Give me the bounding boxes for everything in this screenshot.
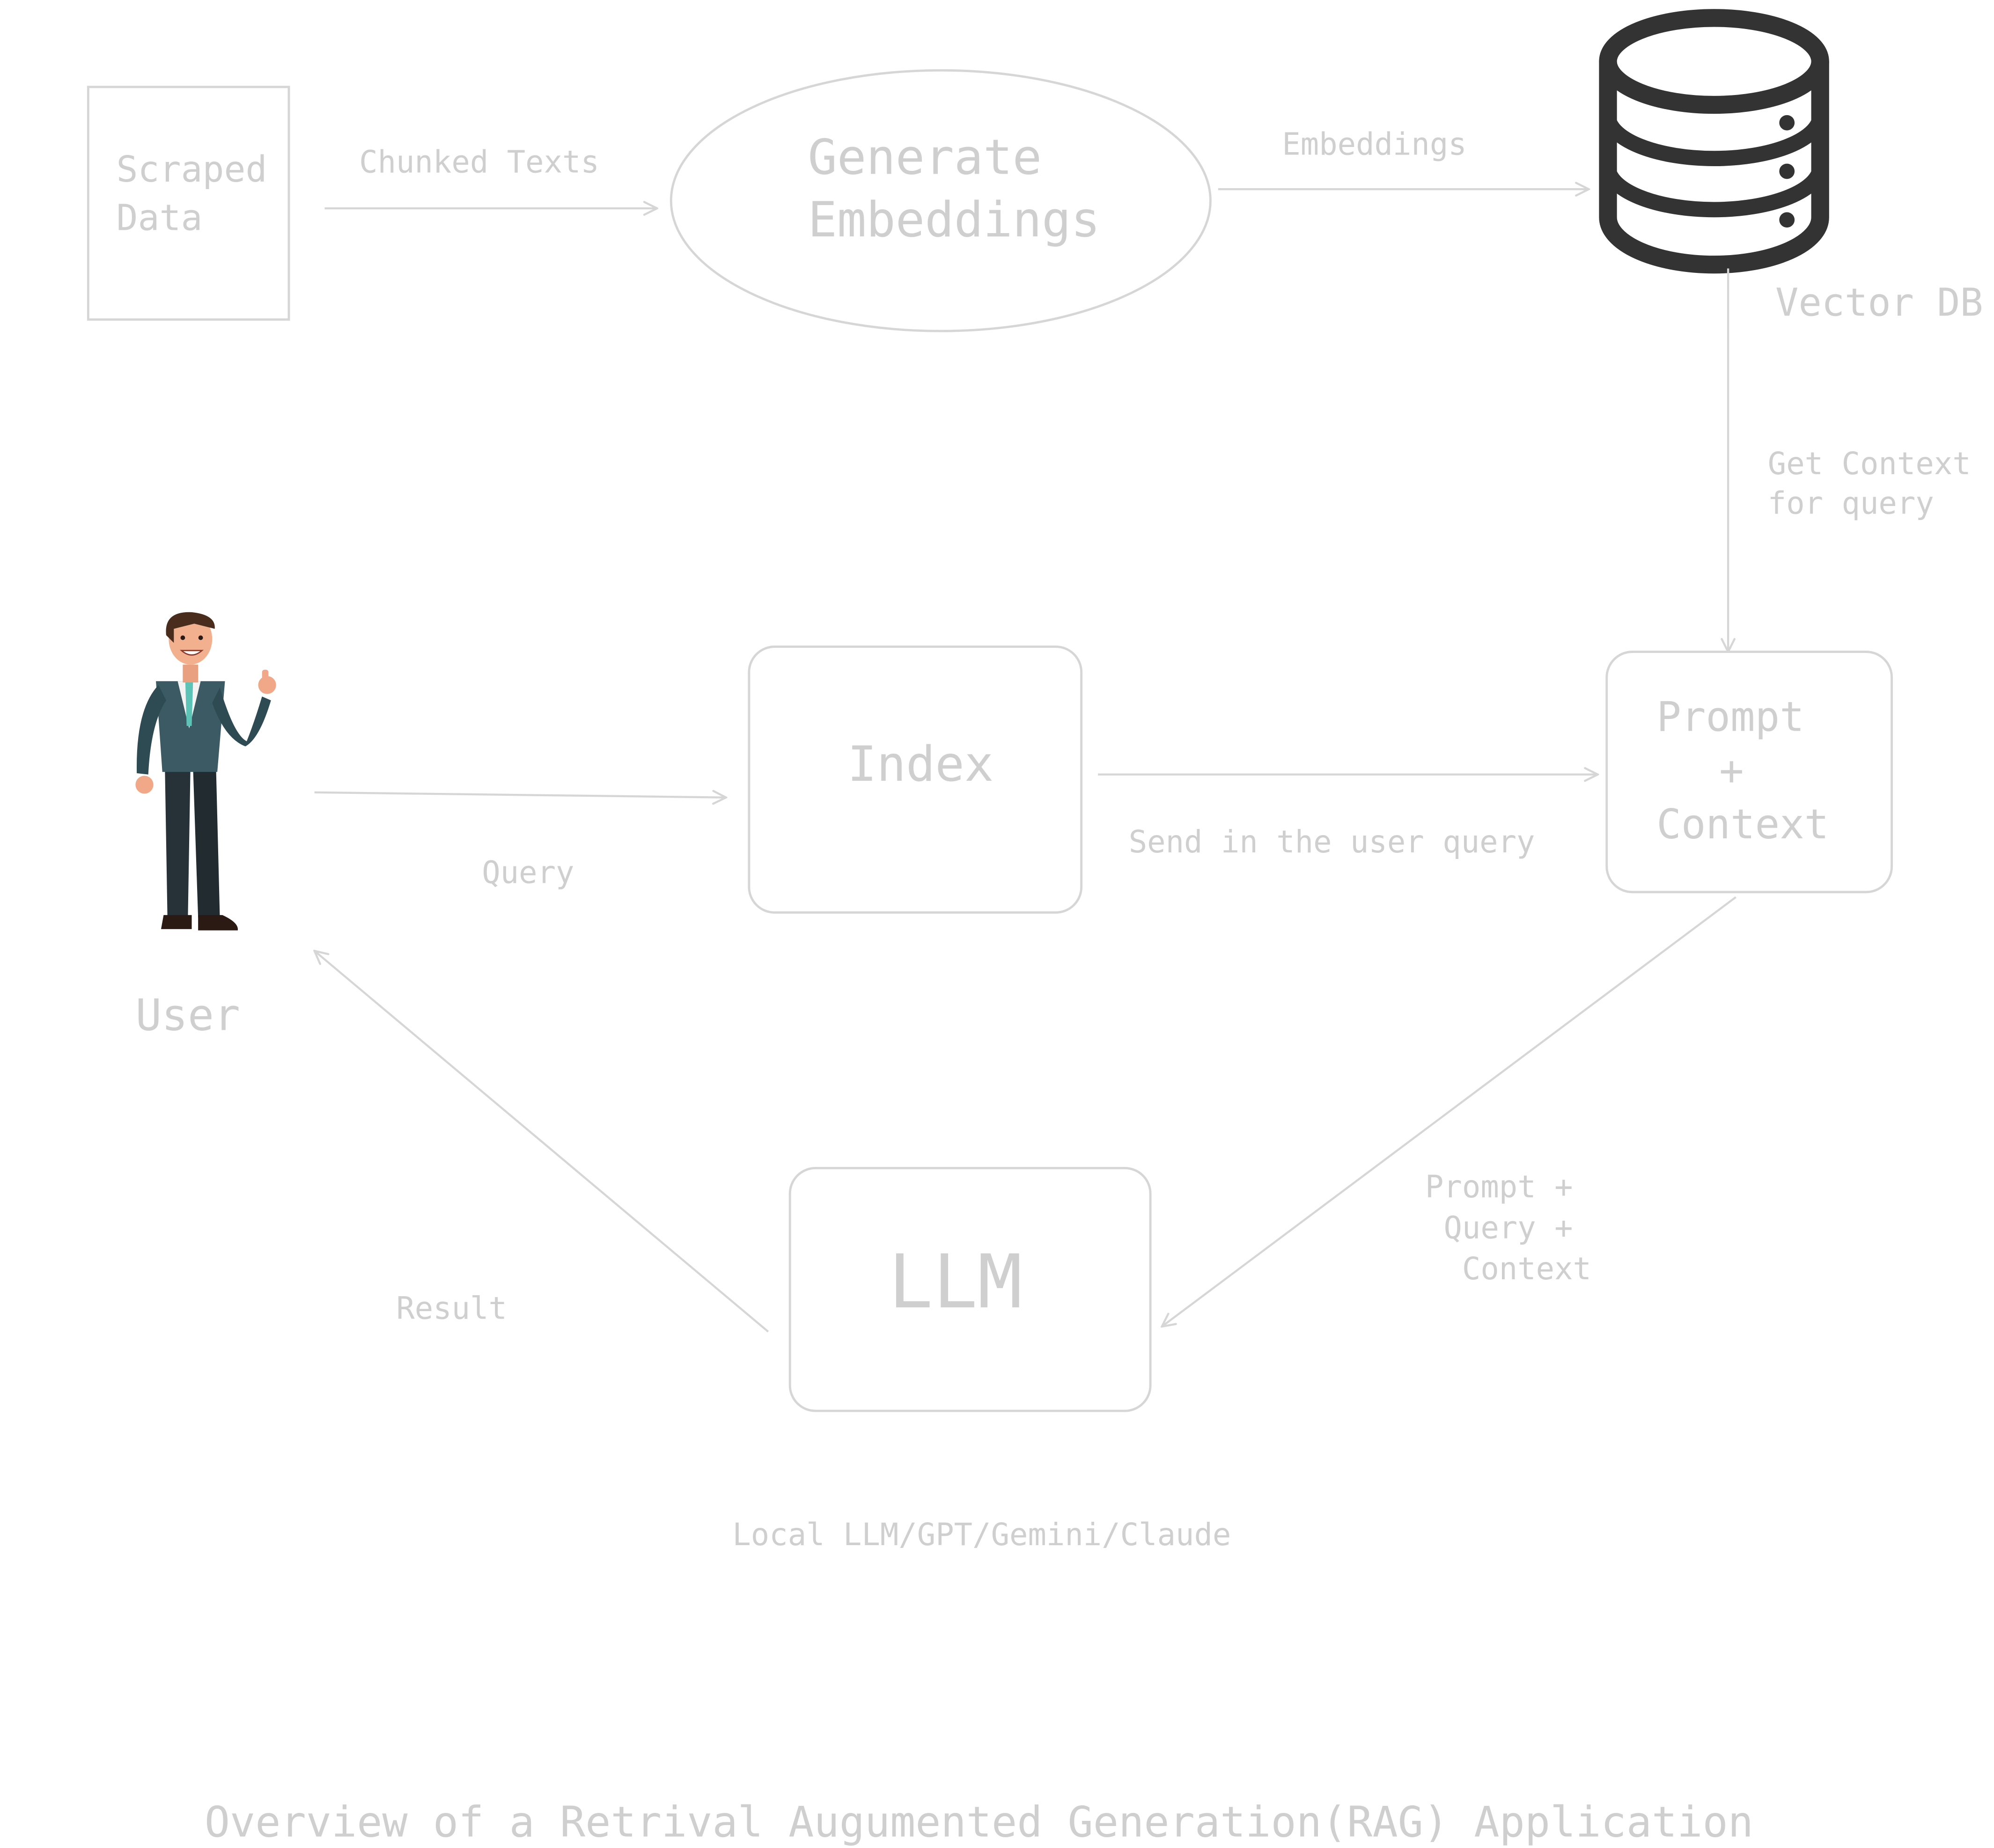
vector-db-label: Vector DB [1775,280,1983,325]
svg-text:Prompt + Context: Prompt + Context [1656,693,1829,848]
pqc-line-2: Query + [1443,1210,1573,1246]
llm-node: LLM [788,1166,1152,1412]
prompt-context-line-2: + [1719,747,1744,794]
query-label: Query [482,855,574,891]
send-query-label: Send in the user query [1129,824,1535,860]
pqc-line-1: Prompt + [1425,1169,1573,1205]
embeddings-label: Embeddings [1282,126,1466,162]
llm-caption: Local LLM/GPT/Gemini/Claude [732,1517,1231,1553]
database-icon [1599,9,1829,274]
prompt-context-line-3: Context [1656,800,1829,848]
llm-label: LLM [888,1239,1022,1325]
chunked-texts-label: Chunked Texts [359,145,599,180]
index-label: Index [847,736,993,792]
get-context-line-2: for query [1768,486,1934,521]
generate-embeddings-node: Generate Embeddings [670,69,1212,332]
scraped-data-node: Scraped Data [87,86,290,321]
prompt-context-node: Prompt + Context [1605,651,1893,894]
diagram-title: Overview of a Retrival Augumented Genera… [205,1797,1753,1847]
result-label: Result [396,1291,507,1327]
svg-text:Prompt + Query + Conte: Prompt + Query + Context [1425,1169,1591,1287]
index-node: Index [748,645,1083,914]
svg-text:Scraped Data: Scraped Data [116,149,288,239]
generate-embeddings-line-2: Embeddings [808,192,1100,248]
result-arrow [315,951,769,1333]
user-label: User [135,990,240,1041]
scraped-data-line-2: Data [116,198,202,239]
scraped-data-line-1: Scraped [116,149,267,191]
get-context-line-1: Get Context [1768,446,1971,482]
svg-text:Get Context for query: Get Context for query [1768,446,1989,521]
svg-text:Generate Embeddings: Generate Embeddings [808,129,1100,248]
prompt-query-context-arrow [1162,896,1736,1327]
query-arrow [314,792,726,798]
user-icon [135,612,276,931]
generate-embeddings-line-1: Generate [808,129,1042,185]
pqc-line-3: Context [1462,1251,1591,1287]
prompt-context-line-1: Prompt [1656,693,1804,741]
